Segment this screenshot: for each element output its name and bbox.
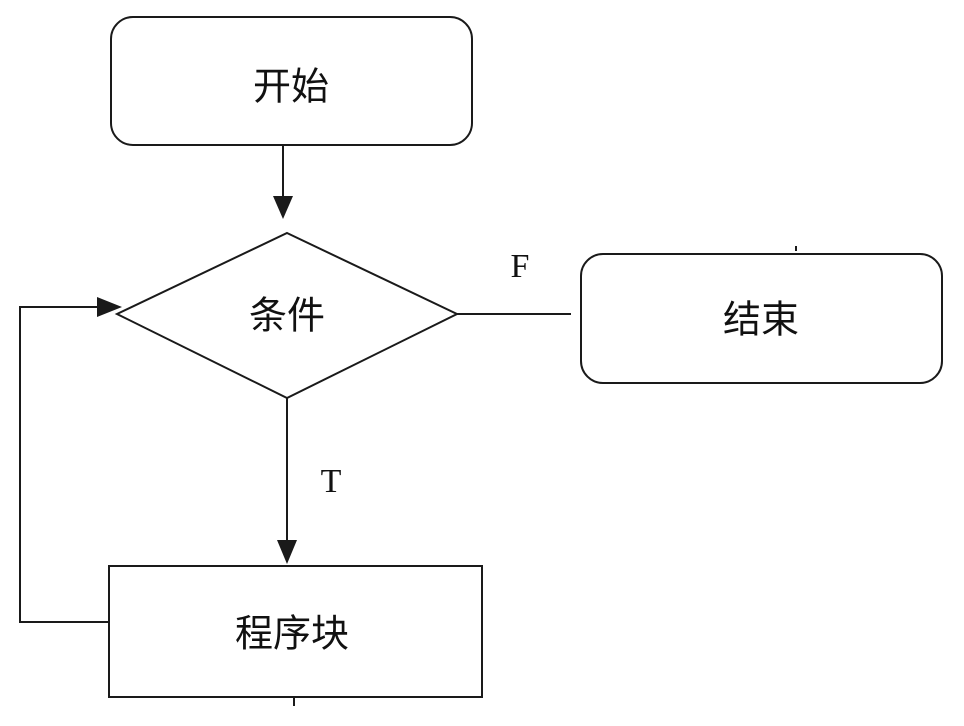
end-node-label: 结束: [723, 298, 799, 342]
condition-node-label: 条件: [249, 294, 325, 338]
arrowhead-down-icon: [277, 540, 297, 564]
edge-false-label: F: [511, 248, 530, 285]
edge-block-loop-back: [19, 297, 122, 623]
edge-true-label: T: [321, 463, 342, 500]
end-node: 结束: [580, 253, 943, 384]
end-node-shape: [580, 253, 943, 384]
arrowhead-down-icon: [273, 196, 293, 219]
edge-condition-to-end: F: [457, 248, 571, 315]
condition-node: 条件: [114, 231, 460, 400]
start-node: 开始: [110, 16, 473, 146]
block-node: 程序块: [108, 565, 483, 698]
block-node-label: 程序块: [235, 612, 349, 656]
start-node-label: 开始: [253, 65, 329, 109]
block-node-shape: [108, 565, 483, 698]
start-node-shape: [110, 16, 473, 146]
edge-condition-to-block: T: [277, 398, 342, 564]
edge-block-loop-back-line: [19, 306, 109, 623]
arrowhead-right-icon: [97, 297, 122, 317]
edge-start-to-condition: [273, 145, 293, 219]
